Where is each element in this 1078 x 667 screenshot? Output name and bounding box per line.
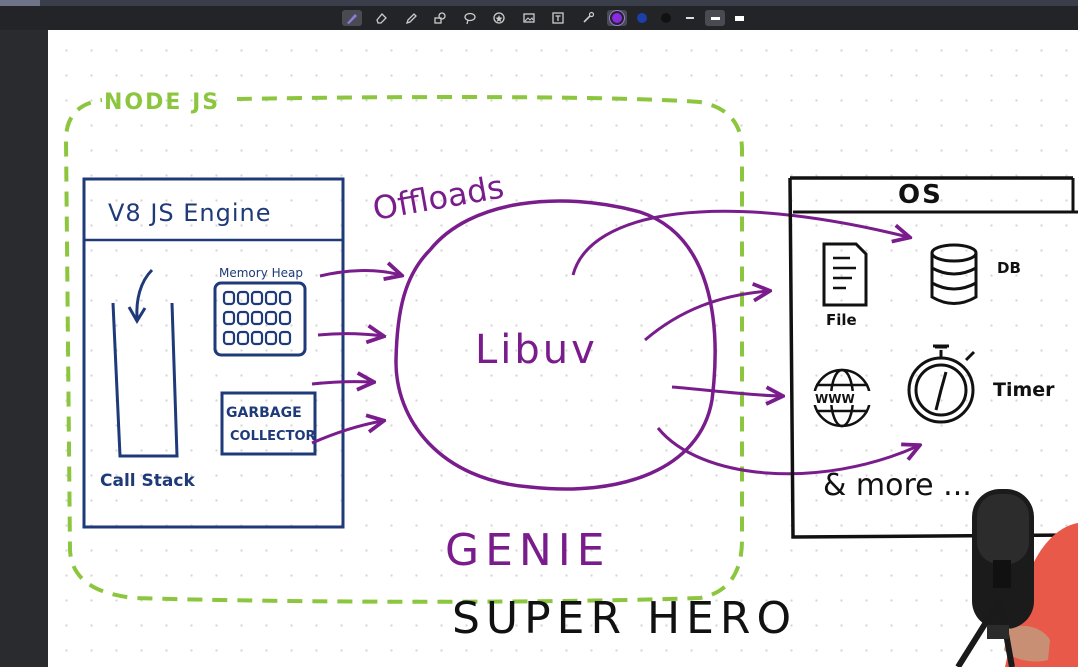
color-swatch-purple[interactable]: [607, 10, 627, 26]
window-tab[interactable]: [0, 0, 40, 6]
image-icon[interactable]: [519, 10, 539, 26]
node-js-boundary: [63, 95, 744, 604]
timer-icon: [907, 344, 976, 424]
shapes-icon[interactable]: [430, 10, 450, 26]
thickness-thin[interactable]: [680, 10, 700, 26]
garbage-collector-box: [220, 391, 317, 456]
offloads-label: Offloads: [370, 167, 507, 227]
lasso-icon[interactable]: [460, 10, 480, 26]
www-label: WWW: [815, 392, 855, 406]
whiteboard-canvas[interactable]: [48, 30, 1078, 667]
laser-pointer-icon[interactable]: [578, 10, 598, 26]
thickness-line: [734, 15, 744, 21]
eraser-icon[interactable]: [371, 10, 391, 26]
thickness-thick[interactable]: [729, 10, 749, 26]
color-swatch-blue[interactable]: [632, 10, 652, 26]
call-stack-arrow: [135, 268, 154, 319]
memory-heap-label: Memory Heap: [219, 266, 303, 280]
globe-label-band: [812, 391, 872, 405]
window-titlebar: [0, 0, 1078, 6]
timer-label: Timer: [993, 379, 1055, 401]
left-sidebar: [0, 30, 48, 667]
libuv-label: Libuv: [475, 327, 598, 373]
garbage-label: GARBAGE: [226, 405, 302, 421]
memory-heap-box: [213, 281, 307, 357]
pen-icon[interactable]: [342, 10, 362, 26]
os-title: OS: [898, 180, 943, 210]
color-dot: [661, 13, 671, 23]
v8-engine-box: [82, 177, 345, 529]
thickness-line: [686, 17, 694, 19]
thickness-line: [710, 16, 720, 20]
memory-heap-cells: [222, 290, 292, 346]
file-label: File: [826, 311, 857, 329]
collector-label: COLLECTOR: [230, 429, 316, 444]
color-dot: [612, 13, 622, 23]
file-icon: [822, 242, 868, 307]
call-stack-shape: [111, 302, 179, 458]
text-icon[interactable]: [548, 10, 568, 26]
sticker-icon[interactable]: [489, 10, 509, 26]
drawing-toolbar: [0, 6, 1078, 30]
color-dot: [637, 13, 647, 23]
highlighter-icon[interactable]: [401, 10, 421, 26]
color-swatch-black[interactable]: [656, 10, 676, 26]
libuv-circle: [394, 199, 717, 491]
call-stack-label: Call Stack: [100, 471, 195, 491]
and-more-label: & more ...: [823, 468, 972, 503]
db-label: DB: [997, 259, 1021, 277]
genie-label: GENIE: [445, 525, 611, 576]
call-stack-arrowhead: [127, 306, 147, 324]
engine-to-libuv-arrows: [311, 271, 400, 445]
v8-engine-title: V8 JS Engine: [108, 199, 272, 227]
libuv-to-os-arrows: [571, 209, 918, 476]
database-icon: [930, 243, 978, 305]
node-js-label: NODE JS: [104, 90, 220, 115]
super-hero-label: SUPER HERO: [452, 593, 797, 644]
thickness-medium[interactable]: [705, 10, 725, 26]
